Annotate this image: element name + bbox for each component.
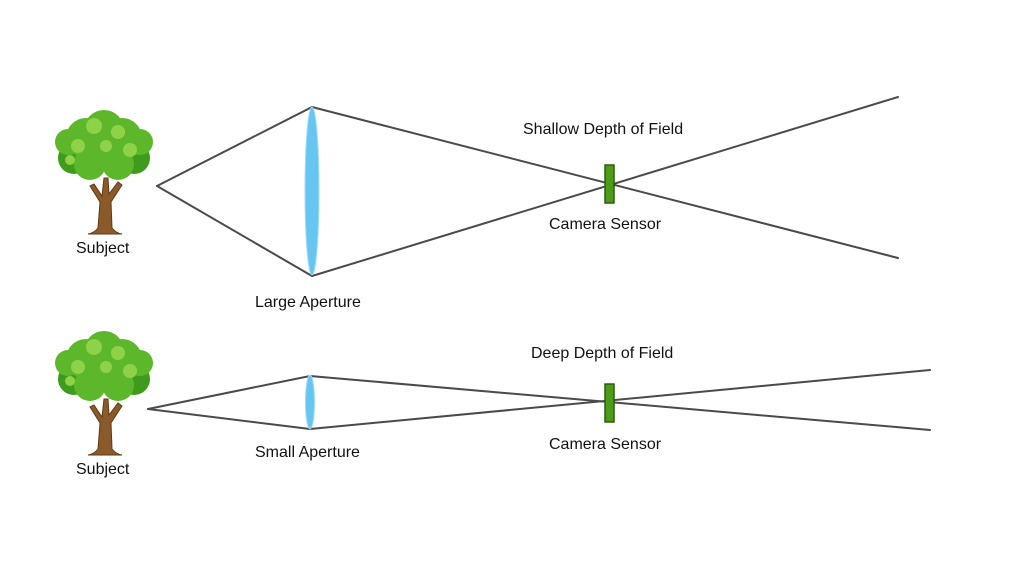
deep-depth-title: Deep Depth of Field <box>531 345 674 362</box>
large-aperture-label: Large Aperture <box>255 294 361 311</box>
camera-sensor-icon <box>604 383 615 423</box>
ray-subject-to-lens-top <box>147 375 311 410</box>
small-aperture-label: Small Aperture <box>255 444 360 461</box>
camera-sensor-icon <box>604 164 615 204</box>
shallow-depth-title: Shallow Depth of Field <box>523 121 684 138</box>
light-rays <box>147 369 931 431</box>
bottom-panel <box>54 330 931 456</box>
subject-label: Subject <box>76 240 130 257</box>
ray-subject-to-lens-bottom <box>156 185 313 277</box>
tree-icon <box>54 109 154 235</box>
ray-lens-bottom-to-far <box>309 369 931 430</box>
ray-subject-to-lens-top <box>156 106 313 187</box>
top-panel <box>54 96 899 277</box>
tree-icon <box>54 330 154 456</box>
camera-sensor-label: Camera Sensor <box>549 436 662 453</box>
camera-sensor-label: Camera Sensor <box>549 216 662 233</box>
subject-label: Subject <box>76 461 130 478</box>
lens-icon <box>305 374 315 430</box>
lens-icon <box>304 106 320 276</box>
ray-lens-top-to-far <box>309 375 931 431</box>
ray-subject-to-lens-bottom <box>147 408 311 430</box>
